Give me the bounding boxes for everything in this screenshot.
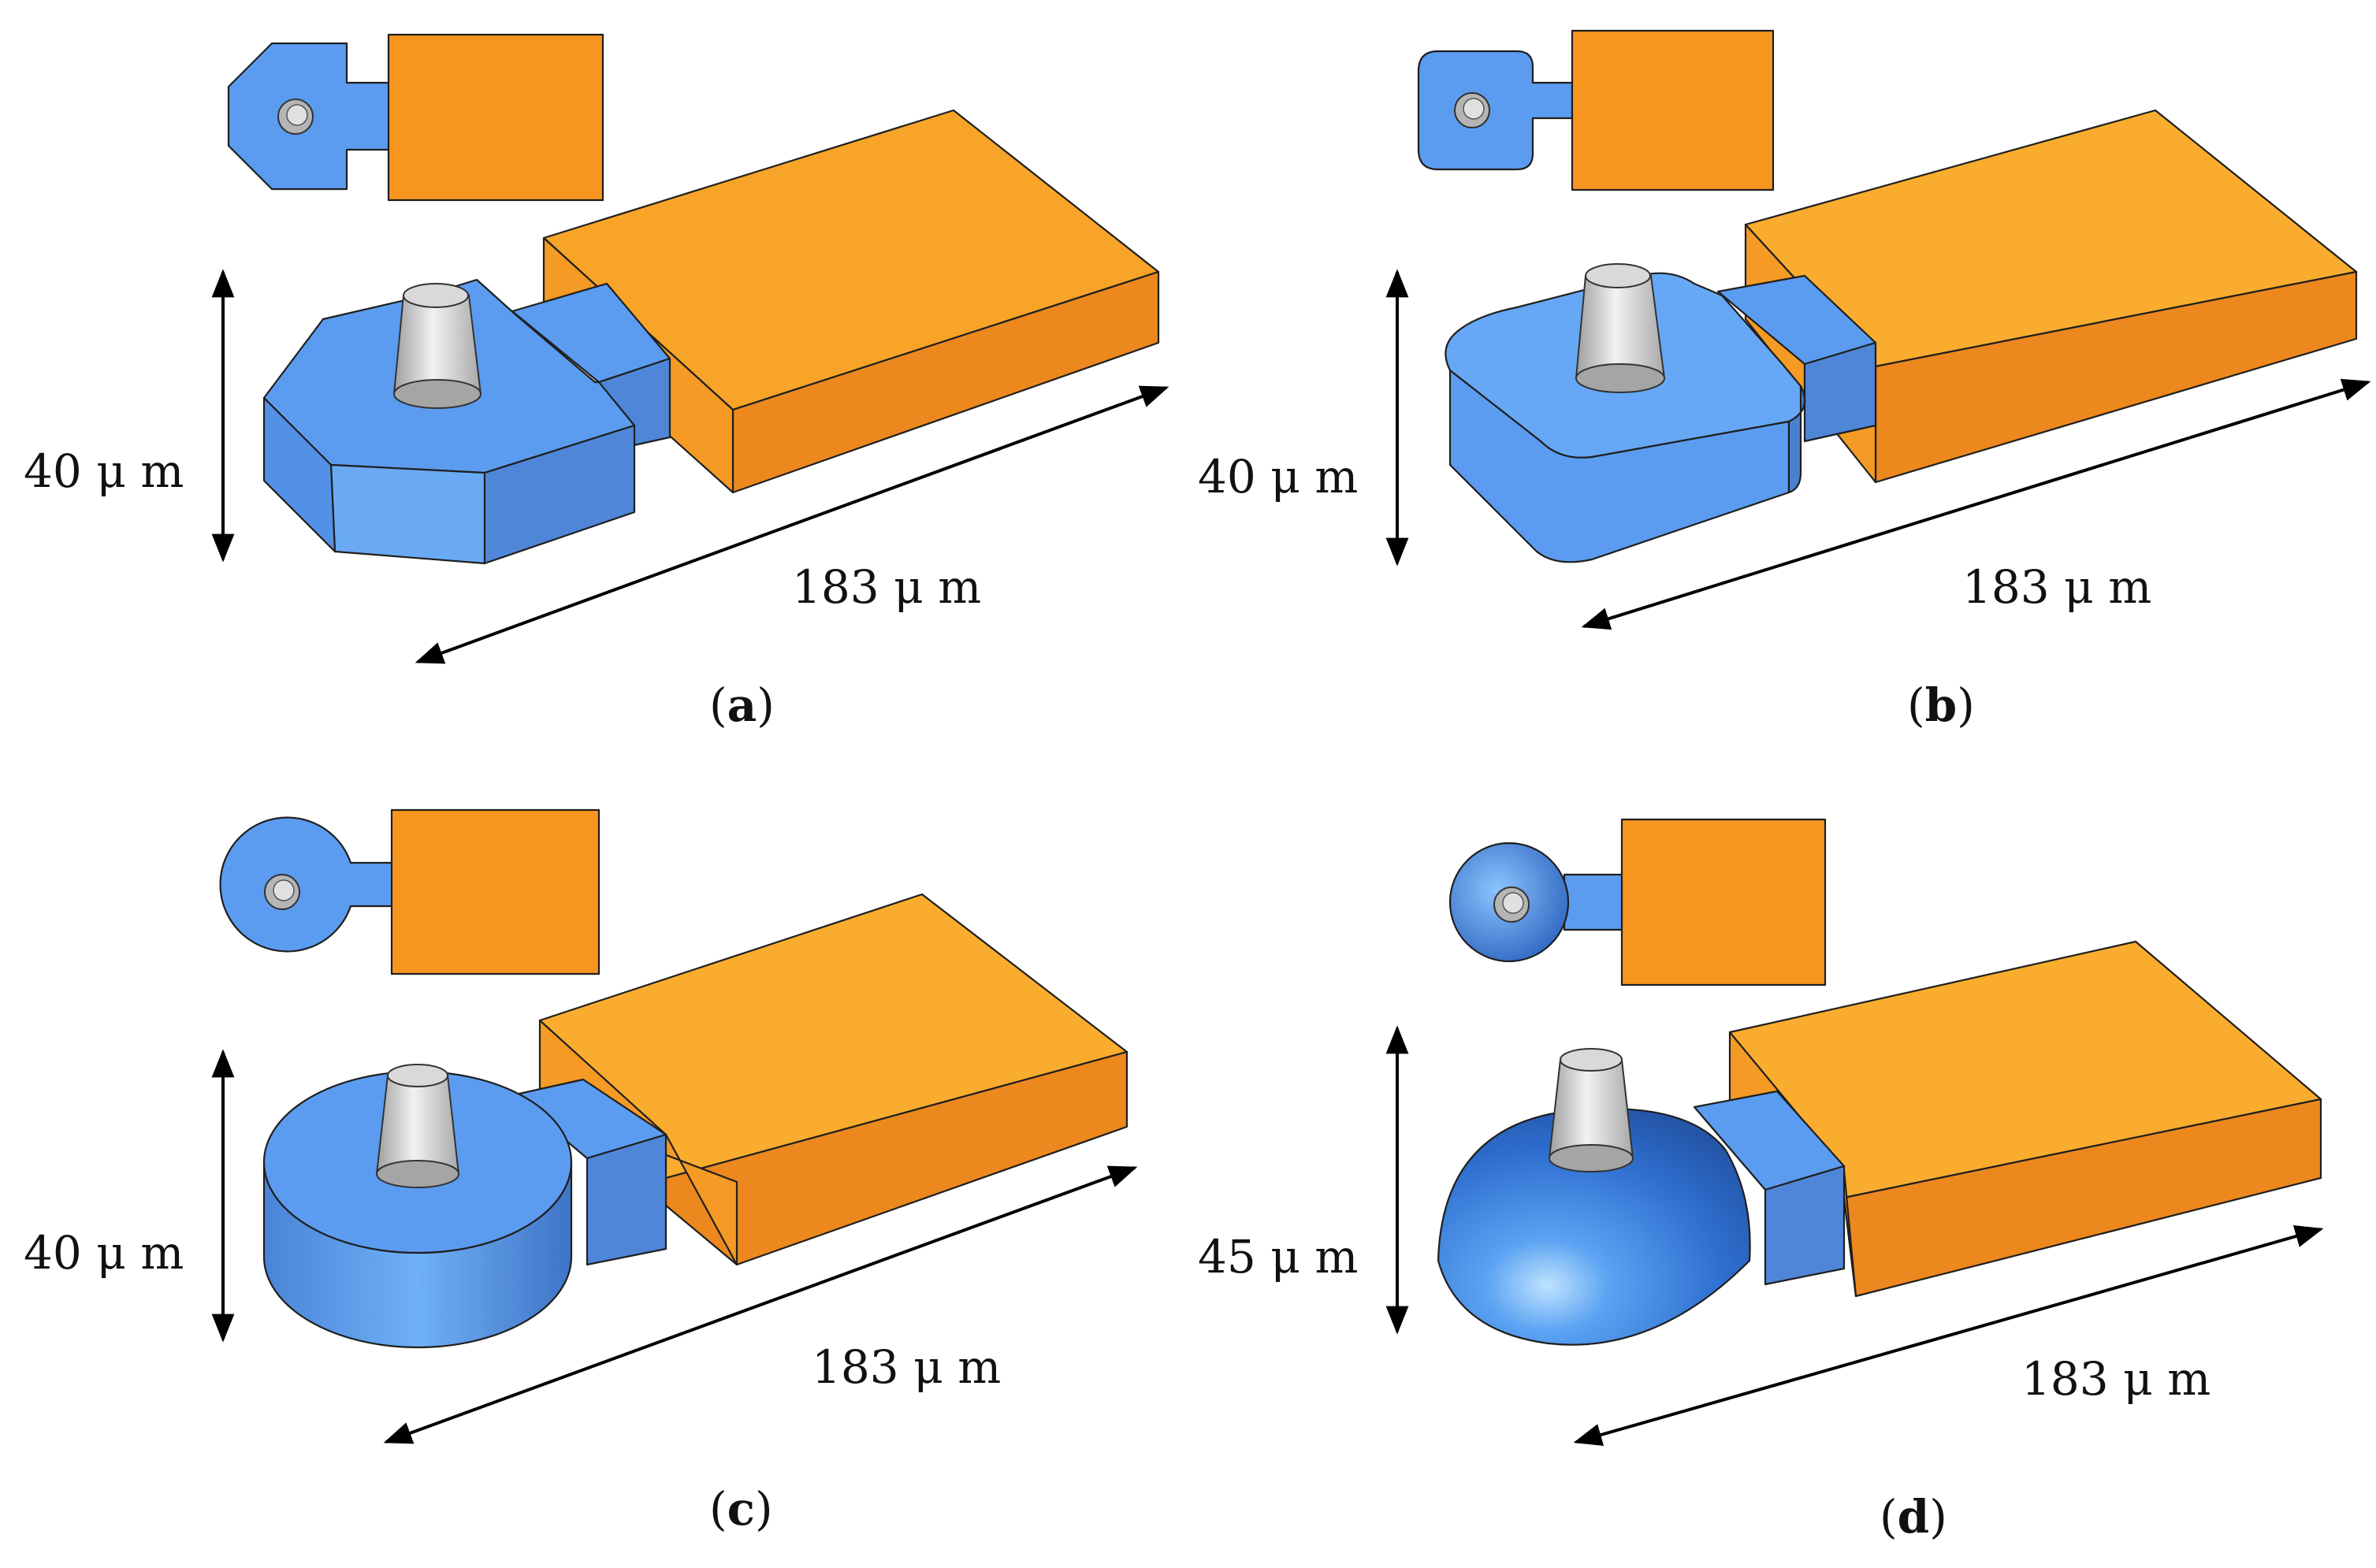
panel-a-caption-letter: a [727,678,757,732]
panel-c-length-label: 183 μ m [812,1340,1001,1394]
panel-a-top-view [227,33,604,202]
panel-d-height-label: 45 μ m [1198,1230,1358,1284]
panel-a: 40 μ m 183 μ m (a) [24,33,1169,732]
panel-b-pin-body [1575,275,1666,379]
panel-b: 40 μ m 183 μ m (b) [1198,29,2371,732]
panel-d-length-arrow [1573,1225,2324,1446]
panel-a-pin-bottom [393,379,482,409]
panel-a-length-label: 183 μ m [792,560,981,614]
panel-c-caption-letter: c [727,1482,755,1536]
panel-c-pin-body [375,1075,460,1175]
panel-d-top-view-neck [1563,873,1625,931]
panel-b-caption: (b) [1907,678,1975,732]
panel-c-top-view-pin-top [273,879,295,901]
panel-b-length-label: 183 μ m [1962,560,2151,614]
panel-a-base-left [262,396,337,553]
panel-c-neck-front [586,1133,667,1266]
panel-d-caption-letter: d [1898,1490,1930,1544]
panel-c-caption: (c) [709,1482,773,1536]
panel-d-length-label: 183 μ m [2021,1352,2211,1406]
panel-c-pin-bottom [376,1160,459,1188]
panel-c-length-arrow [383,1165,1138,1444]
panel-d-top-view-electrode [1620,818,1827,987]
panel-a-pin-top [403,283,469,308]
panel-b-top-view-electrode [1571,29,1775,191]
panel-a-base-front [329,463,486,565]
panel-c-pin-top [387,1064,448,1087]
panel-a-top-view-pin-top [286,104,308,126]
panel-d-pin-top [1560,1048,1623,1072]
panel-a-caption: (a) [709,678,775,732]
panel-b-top-view-pin-top [1463,98,1485,120]
panel-b-pin-top [1585,263,1651,288]
panel-b-top-view [1417,29,1775,191]
panel-c-top-view-base [219,816,396,953]
panel-b-pin-bottom [1575,363,1665,393]
panel-a-top-view-electrode [387,33,604,202]
panel-c: 40 μ m 183 μ m (c) [24,808,1138,1536]
panel-b-caption-letter: b [1925,678,1958,732]
panel-c-height-label: 40 μ m [24,1226,184,1280]
panel-c-top-view [219,808,601,975]
panel-b-height-label: 40 μ m [1198,450,1358,503]
panel-a-height-label: 40 μ m [24,444,184,498]
panel-d: 45 μ m 183 μ m (d) [1198,818,2324,1544]
panel-a-length-arrow [415,385,1169,664]
panel-c-top-view-electrode [390,808,601,975]
panel-d-top-view [1448,818,1827,987]
panel-d-pin-bottom [1549,1144,1634,1172]
panel-d-top-view-pin-top [1502,892,1524,914]
panel-d-caption: (d) [1880,1490,1947,1544]
panel-d-model [1437,940,2322,1346]
panel-b-top-view-base [1417,50,1574,171]
panel-b-length-arrow [1581,378,2371,630]
panel-d-pin-body [1548,1059,1634,1159]
